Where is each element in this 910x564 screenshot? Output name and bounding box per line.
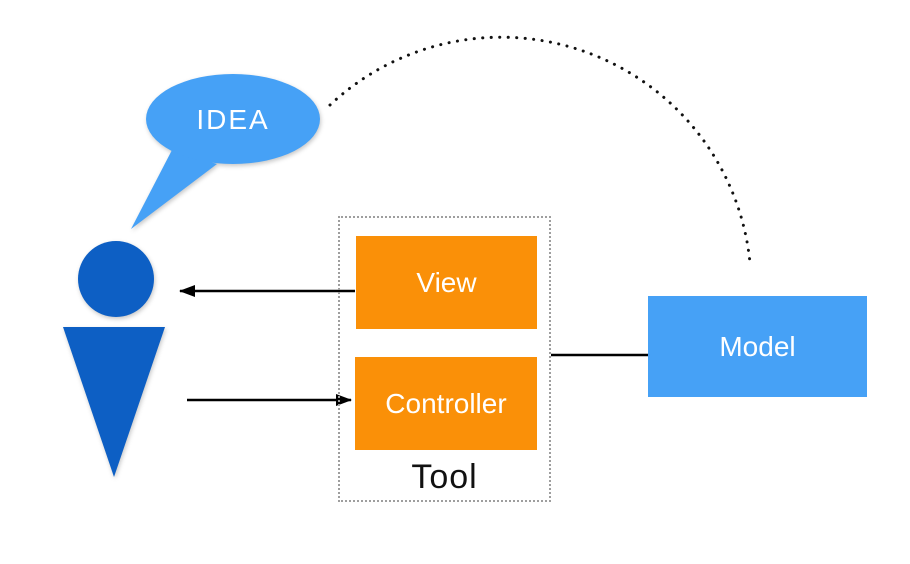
person-head xyxy=(78,241,154,317)
controller-box: Controller xyxy=(355,357,537,450)
person-figure-icon xyxy=(63,241,165,477)
tool-group-box xyxy=(338,216,551,502)
idea-bubble-label: IDEA xyxy=(196,103,270,135)
model-box-label: Model xyxy=(719,330,796,362)
view-box-label: View xyxy=(416,266,477,298)
person-body xyxy=(63,327,165,477)
speech-bubble-tail xyxy=(131,150,217,229)
model-box: Model xyxy=(648,296,867,397)
view-box: View xyxy=(356,236,537,329)
tool-group-label: Tool xyxy=(411,458,478,496)
speech-bubble xyxy=(131,74,320,229)
speech-bubble-body xyxy=(146,74,320,164)
controller-box-label: Controller xyxy=(385,387,507,419)
idea-to-model-dotted-arc xyxy=(328,35,752,265)
